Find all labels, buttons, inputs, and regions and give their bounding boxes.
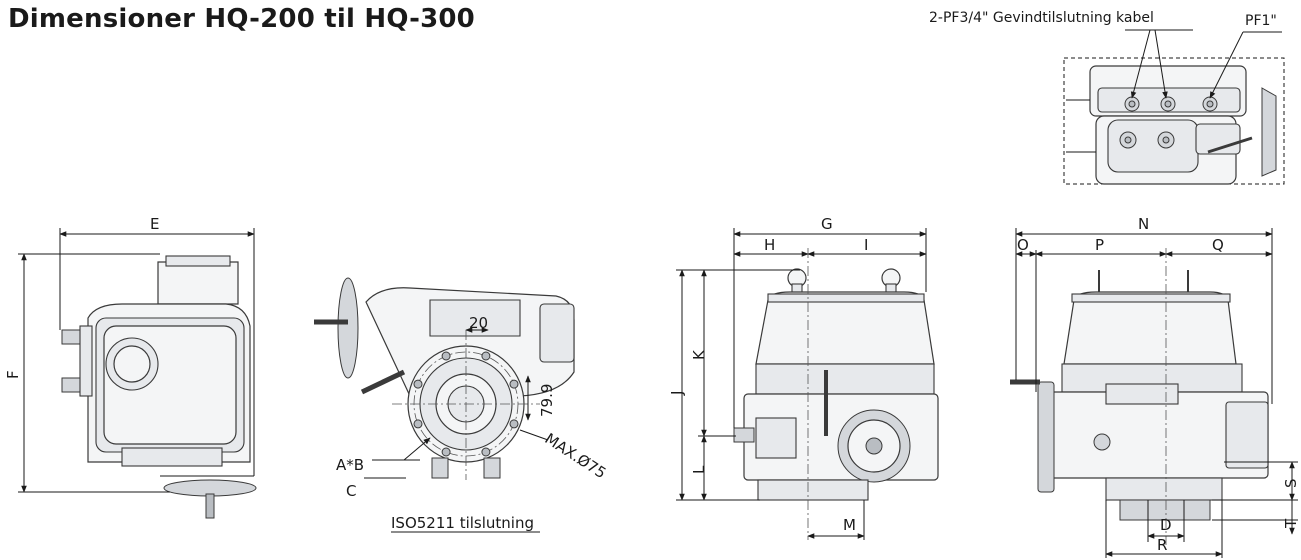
flange-bolt-hole	[441, 351, 451, 361]
side-view: G H I J K L M	[668, 215, 939, 540]
dim-d: D	[1160, 516, 1172, 534]
flange-bolt-hole	[481, 351, 491, 361]
dim-g: G	[821, 215, 833, 233]
dim-l: L	[690, 465, 708, 474]
dim-r: R	[1157, 536, 1167, 554]
label-c: C	[346, 482, 356, 500]
dim-f: F	[4, 370, 22, 379]
dim-j: J	[668, 391, 686, 396]
flange-bolt-hole	[413, 379, 423, 389]
dim-k: K	[690, 349, 708, 360]
dim-h: H	[764, 236, 775, 254]
flange-bolt-hole	[413, 419, 423, 429]
flange-bolt-hole	[481, 447, 491, 457]
dim-e: E	[150, 215, 159, 233]
dim-max-75: MAX.Ø75	[542, 430, 610, 483]
dim-i: I	[864, 236, 868, 254]
connection-detail-view: 2-PF3/4" Gevindtilslutning kabel PF1"	[929, 10, 1285, 185]
page-title: Dimensioner HQ-200 til HQ-300	[8, 4, 475, 34]
dim-n: N	[1138, 215, 1149, 233]
dim-s: S	[1282, 478, 1300, 488]
front-view: E F	[4, 215, 257, 519]
flange-bolt-hole	[441, 447, 451, 457]
flange-bolt-hole	[509, 419, 519, 429]
cable-thread-callout: 2-PF3/4" Gevindtilslutning kabel	[929, 10, 1154, 26]
dim-o: O	[1017, 236, 1029, 254]
iso-caption: ISO5211 tilslutning	[391, 514, 534, 532]
dim-m: M	[843, 516, 856, 534]
dim-q: Q	[1212, 236, 1224, 254]
rear-view: N O P Q S T D R	[1010, 215, 1300, 558]
flange-view: 20 79.9 MAX.Ø75 A*B C ISO5211 tilslutnin…	[314, 277, 610, 533]
flange-bolt-hole	[509, 379, 519, 389]
dim-t: T	[1282, 518, 1300, 529]
dim-79-9: 79.9	[538, 384, 556, 417]
dim-20: 20	[469, 314, 488, 332]
dim-p: P	[1095, 236, 1104, 254]
pf1-callout: PF1"	[1245, 13, 1277, 29]
label-a-b: A*B	[336, 456, 364, 474]
